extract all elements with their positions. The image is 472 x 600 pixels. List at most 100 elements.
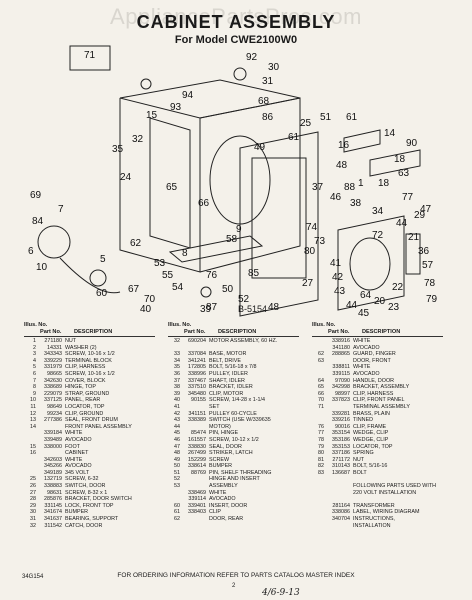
callout-number: 27 xyxy=(302,278,314,289)
illus-number: 77 xyxy=(318,430,324,437)
part-number: 285876 xyxy=(44,496,62,503)
callout-number: 76 xyxy=(206,270,218,281)
callout-number: 93 xyxy=(170,102,182,113)
part-description: WHITE xyxy=(209,489,227,496)
illus-number: 32 xyxy=(30,522,36,529)
part-description: BUMPER xyxy=(65,509,89,516)
part-description: LOCK, FRONT TOP xyxy=(65,502,114,509)
part-number: 341151 xyxy=(188,410,206,417)
callout-number: 15 xyxy=(146,110,158,121)
part-number: 85474 xyxy=(191,430,206,437)
illus-number: 45 xyxy=(174,430,180,437)
callout-number: 29 xyxy=(414,210,426,221)
callout-number: 52 xyxy=(238,294,250,305)
part-description: BOLT, 5/16-16 xyxy=(353,463,388,470)
drawing-number: B-5154 xyxy=(238,304,268,314)
callout-number: 16 xyxy=(338,140,350,151)
part-number: 14331 xyxy=(47,344,62,351)
illus-number: 44 xyxy=(174,423,180,430)
part-number: 342603 xyxy=(44,456,62,463)
table-row xyxy=(312,476,443,483)
illus-number: 62 xyxy=(318,351,324,358)
part-description: AVOCADO xyxy=(65,463,92,470)
illus-number: 5 xyxy=(33,364,36,371)
bearing xyxy=(233,67,247,81)
part-description: PIN, SHELF THREADING xyxy=(209,469,272,476)
part-number: 331979 xyxy=(44,364,62,371)
part-number: 132719 xyxy=(44,476,62,483)
illus-number: 26 xyxy=(30,483,36,490)
illus-number: 81 xyxy=(318,456,324,463)
part-description: FOOT xyxy=(65,443,80,450)
callout-number: 70 xyxy=(144,294,156,305)
callout-number: 58 xyxy=(226,234,238,245)
illus-number: 40 xyxy=(174,397,180,404)
part-number: 343343 xyxy=(44,351,62,358)
part-number: 338883 xyxy=(44,483,62,490)
callout-number: 64 xyxy=(360,290,372,301)
callout-number: 20 xyxy=(374,296,386,307)
part-description: CLIP, MOTOR xyxy=(209,390,244,397)
part-description: HINGE AND INSERT xyxy=(209,476,260,483)
part-description: CABINET xyxy=(65,450,89,457)
part-number: 98631 xyxy=(47,489,62,496)
part-description: TRANSFORMER xyxy=(353,502,395,509)
illus-number: 2 xyxy=(33,344,36,351)
part-description: WEDGE, CLIP xyxy=(353,430,389,437)
part-description: HANDLE, DOOR xyxy=(353,377,395,384)
callout-number: 50 xyxy=(222,284,234,295)
callout-number: 22 xyxy=(392,282,404,293)
part-number: 342630 xyxy=(44,377,62,384)
table-row: INSTALLATION xyxy=(312,523,443,530)
part-description: HINGE, TOP xyxy=(65,384,96,391)
part-description: SCREW xyxy=(209,456,230,463)
part-number: 338811 xyxy=(332,364,350,371)
callout-number: 79 xyxy=(426,294,438,305)
callout-number: 84 xyxy=(32,216,44,227)
callout-number: 35 xyxy=(112,144,124,155)
door-handle xyxy=(405,233,421,275)
part-number: 353154 xyxy=(332,430,350,437)
part-description: SEAL, DOOR xyxy=(209,443,242,450)
callout-number: 72 xyxy=(372,230,384,241)
callout-number: 25 xyxy=(300,118,312,129)
callout-number: 44 xyxy=(346,300,358,311)
part-number: 342998 xyxy=(332,384,350,391)
part-number: 90155 xyxy=(191,397,206,404)
illus-number: 76 xyxy=(318,423,324,430)
part-description: ASSEMBLY xyxy=(209,483,238,490)
header-illus: Illus. No. xyxy=(168,322,192,328)
part-number: 339489 xyxy=(44,436,62,443)
illus-number: 1 xyxy=(33,338,36,344)
callout-number: 66 xyxy=(198,198,210,209)
part-number: 99234 xyxy=(47,410,62,417)
model-subtitle: For Model CWE2100W0 xyxy=(174,34,298,46)
part-number: 353186 xyxy=(332,436,350,443)
part-description: CLIP, HARNESS xyxy=(65,364,106,371)
illus-number: 11 xyxy=(30,403,36,410)
illus-number: 39 xyxy=(174,390,180,397)
part-description: WEDGE, CLIP xyxy=(353,436,389,443)
callout-number: 94 xyxy=(182,90,194,101)
part-description: AVOCADO xyxy=(353,370,380,377)
